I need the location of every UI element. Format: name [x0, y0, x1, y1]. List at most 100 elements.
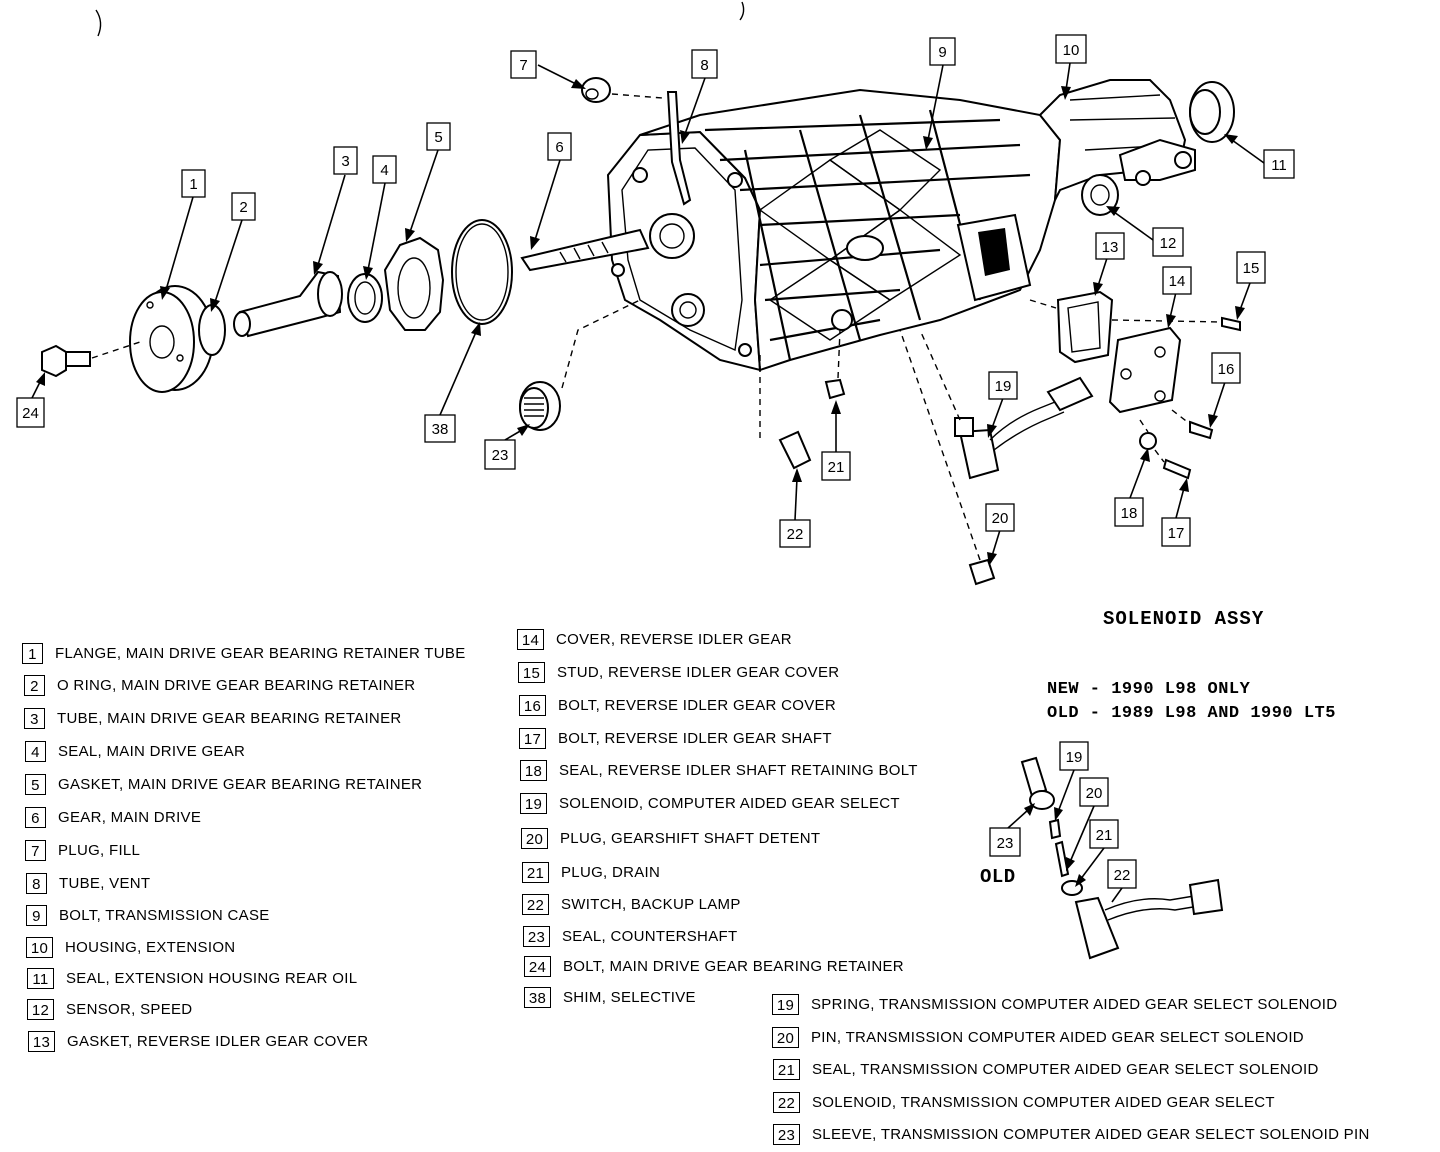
speed-sensor-part-12: [1081, 174, 1119, 216]
legend-text: PLUG, FILL: [58, 842, 141, 859]
callout-13-label: 13: [1102, 239, 1119, 256]
inset-callout-21: 21: [1089, 819, 1119, 849]
callout-38: 38: [424, 414, 456, 443]
seal-part-18: [1139, 432, 1157, 450]
legend-number: 20: [772, 1027, 799, 1048]
legend-item: 4 SEAL, MAIN DRIVE GEAR: [25, 741, 245, 762]
legend-number: 9: [26, 905, 47, 926]
legend-text: SENSOR, SPEED: [66, 1001, 193, 1018]
stud-part-15: [1221, 316, 1241, 332]
legend-number: 4: [25, 741, 46, 762]
callout-38-label: 38: [432, 421, 449, 438]
legend-text: SOLENOID, COMPUTER AIDED GEAR SELECT: [559, 795, 900, 812]
legend-text: SEAL, REVERSE IDLER SHAFT RETAINING BOLT: [559, 762, 918, 779]
backup-switch-part-22: [778, 430, 812, 470]
callout-22: 22: [779, 519, 811, 548]
inset-callout-22-label: 22: [1114, 867, 1131, 884]
callout-8-label: 8: [700, 57, 708, 74]
callout-22-label: 22: [787, 526, 804, 543]
callout-7-label: 7: [519, 57, 527, 74]
callout-12-label: 12: [1160, 235, 1177, 252]
callout-18-label: 18: [1121, 505, 1138, 522]
detent-plug-part-20: [968, 558, 996, 586]
inset-new-note: NEW - 1990 L98 ONLY: [1047, 680, 1251, 699]
legend-number: 22: [522, 894, 549, 915]
solenoid-inset-drawing: [1007, 756, 1224, 960]
legend-number: 2: [24, 675, 45, 696]
callout-5: 5: [426, 122, 451, 151]
bolt-part-17: [1162, 458, 1192, 480]
inset-callout-22: 22: [1107, 859, 1137, 889]
callout-12: 12: [1152, 227, 1184, 257]
callout-18: 18: [1114, 497, 1144, 527]
callout-13: 13: [1095, 232, 1125, 260]
inset-callout-19: 19: [1059, 741, 1089, 771]
scan-mark-left: [95, 9, 102, 37]
shim-part-38: [451, 219, 513, 325]
scan-mark-right: [739, 1, 745, 21]
legend-text: BOLT, REVERSE IDLER GEAR COVER: [558, 697, 836, 714]
bolt-part-16: [1189, 420, 1214, 440]
callout-21-label: 21: [828, 459, 845, 476]
inset-callout-20: 20: [1079, 777, 1109, 807]
callout-9-label: 9: [938, 44, 946, 61]
callout-14: 14: [1162, 266, 1192, 295]
inset-callout-23-label: 23: [997, 835, 1014, 852]
inset-old-note: OLD - 1989 L98 AND 1990 LT5: [1047, 704, 1336, 723]
callout-17: 17: [1161, 517, 1191, 547]
legend-number: 10: [26, 937, 53, 958]
bolt-part-24: [41, 344, 91, 378]
legend-text: STUD, REVERSE IDLER GEAR COVER: [557, 664, 840, 681]
callout-24-label: 24: [22, 405, 39, 422]
legend-item: 2 O RING, MAIN DRIVE GEAR BEARING RETAINE…: [24, 675, 415, 696]
legend-text: TUBE, VENT: [59, 875, 151, 892]
callout-19: 19: [988, 371, 1018, 400]
callout-17-label: 17: [1168, 525, 1185, 542]
legend-text: PLUG, DRAIN: [561, 864, 661, 881]
legend-item: 18 SEAL, REVERSE IDLER SHAFT RETAINING BO…: [520, 760, 918, 781]
transmission-case: [606, 79, 1196, 372]
legend-text: COVER, REVERSE IDLER GEAR: [556, 631, 792, 648]
legend-text: O RING, MAIN DRIVE GEAR BEARING RETAINER: [57, 677, 416, 694]
legend-text: SPRING, TRANSMISSION COMPUTER AIDED GEAR…: [811, 996, 1338, 1013]
callout-15-label: 15: [1243, 260, 1260, 277]
legend-number: 21: [522, 862, 549, 883]
callout-1-label: 1: [189, 176, 197, 193]
countershaft-seal-part-23: [519, 381, 561, 431]
callout-7: 7: [510, 50, 537, 79]
legend-text: SWITCH, BACKUP LAMP: [561, 896, 741, 913]
callout-16-label: 16: [1218, 361, 1235, 378]
legend-item: 19 SOLENOID, COMPUTER AIDED GEAR SELECT: [520, 793, 900, 814]
vent-tube-part-8: [666, 91, 692, 206]
legend-number: 19: [520, 793, 547, 814]
reverse-idler-cover-part-14: [1108, 326, 1182, 414]
seal-part-4: [347, 273, 383, 323]
flange-part-1: [129, 285, 214, 393]
callout-23: 23: [484, 439, 516, 470]
legend-number: 18: [520, 760, 547, 781]
callout-16: 16: [1211, 352, 1241, 384]
inset-old-label: OLD: [980, 866, 1016, 888]
legend-number: 11: [27, 968, 54, 989]
legend-text: SEAL, MAIN DRIVE GEAR: [58, 743, 246, 760]
main-drive-gear-part-6: [520, 228, 650, 272]
callout-19-label: 19: [995, 378, 1012, 395]
legend-text: SOLENOID, TRANSMISSION COMPUTER AIDED GE…: [812, 1094, 1275, 1111]
callout-8: 8: [691, 49, 718, 79]
